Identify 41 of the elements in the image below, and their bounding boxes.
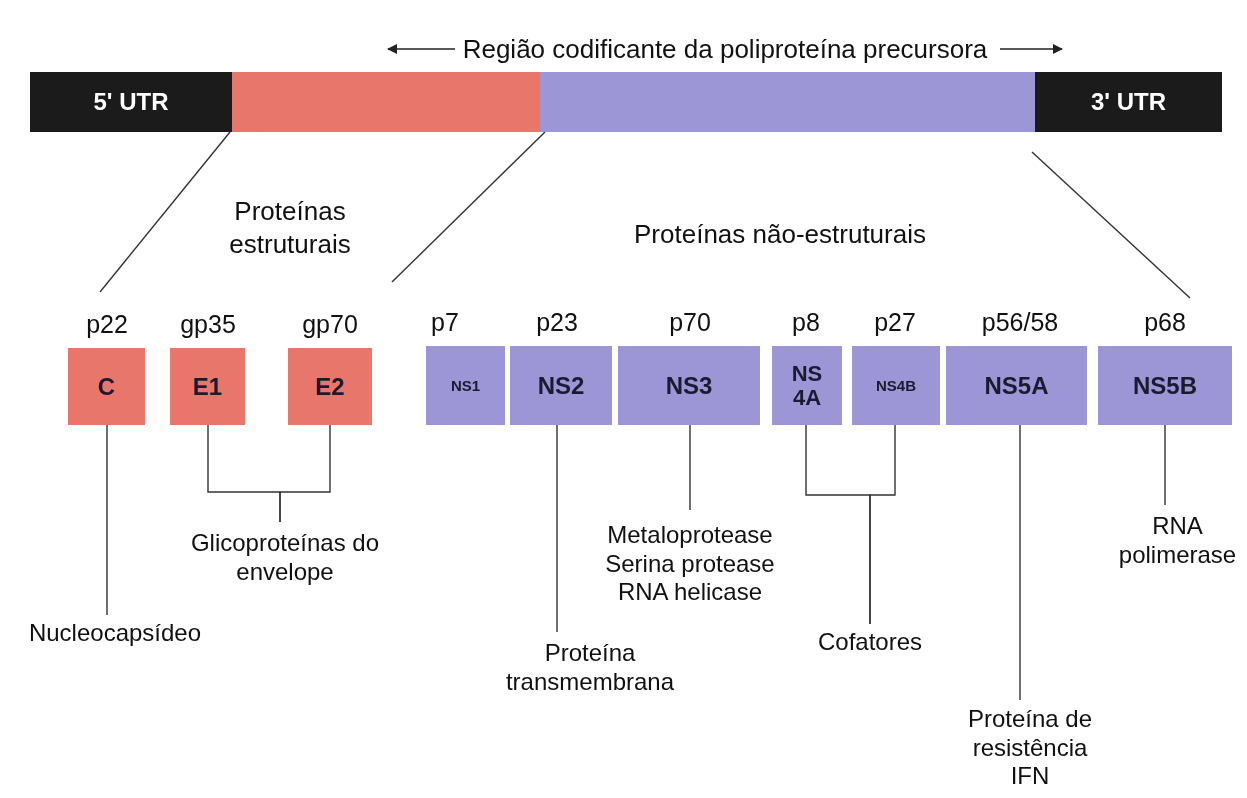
region-label: Proteínas estruturais <box>228 195 352 260</box>
protein-mass-label: gp35 <box>180 310 236 339</box>
protein-mass-label: p27 <box>874 308 916 337</box>
protein-box: NS1 <box>426 346 505 425</box>
leader-line <box>279 424 331 523</box>
leader-line <box>106 424 108 616</box>
title: Região codificante da poliproteína precursora <box>461 33 989 66</box>
protein-box: E2 <box>288 348 372 425</box>
protein-mass-label: gp70 <box>302 310 358 339</box>
function-label: Cofatores <box>817 627 923 657</box>
leader-line <box>1164 424 1166 506</box>
protein-box: C <box>68 348 145 425</box>
function-label: RNA polimerase <box>1117 512 1238 570</box>
genome-segment: 5' UTR <box>30 72 232 132</box>
protein-mass-label: p70 <box>669 308 711 337</box>
protein-mass-label: p68 <box>1144 308 1186 337</box>
protein-box: NS2 <box>510 346 612 425</box>
protein-mass-label: p22 <box>86 310 128 339</box>
function-label: Proteína de resistência IFN <box>966 704 1094 792</box>
function-label: Metaloprotease Serina protease RNA helicase <box>604 520 776 608</box>
protein-mass-label: p8 <box>792 308 820 337</box>
protein-mass-label: p7 <box>431 308 459 337</box>
protein-mass-label: p23 <box>536 308 578 337</box>
protein-box: NS5A <box>946 346 1087 425</box>
protein-box: NS3 <box>618 346 760 425</box>
genome-segment <box>232 72 540 132</box>
leader-line <box>556 424 558 633</box>
protein-box: NS4B <box>852 346 940 425</box>
leader-line <box>689 424 691 511</box>
protein-box: E1 <box>170 348 245 425</box>
region-label: Proteínas não-estruturais <box>633 218 927 251</box>
protein-box: NS 4A <box>772 346 842 425</box>
function-label: Glicoproteínas do envelope <box>189 529 381 587</box>
genome-segment <box>540 72 1035 132</box>
leader-line <box>869 424 896 625</box>
genome-segment: 3' UTR <box>1035 72 1222 132</box>
function-label: Proteína transmembrana <box>504 639 676 697</box>
function-label: Nucleocapsídeo <box>28 618 202 648</box>
protein-box: NS5B <box>1098 346 1232 425</box>
protein-mass-label: p56/58 <box>981 308 1059 337</box>
leader-line <box>1019 424 1021 701</box>
